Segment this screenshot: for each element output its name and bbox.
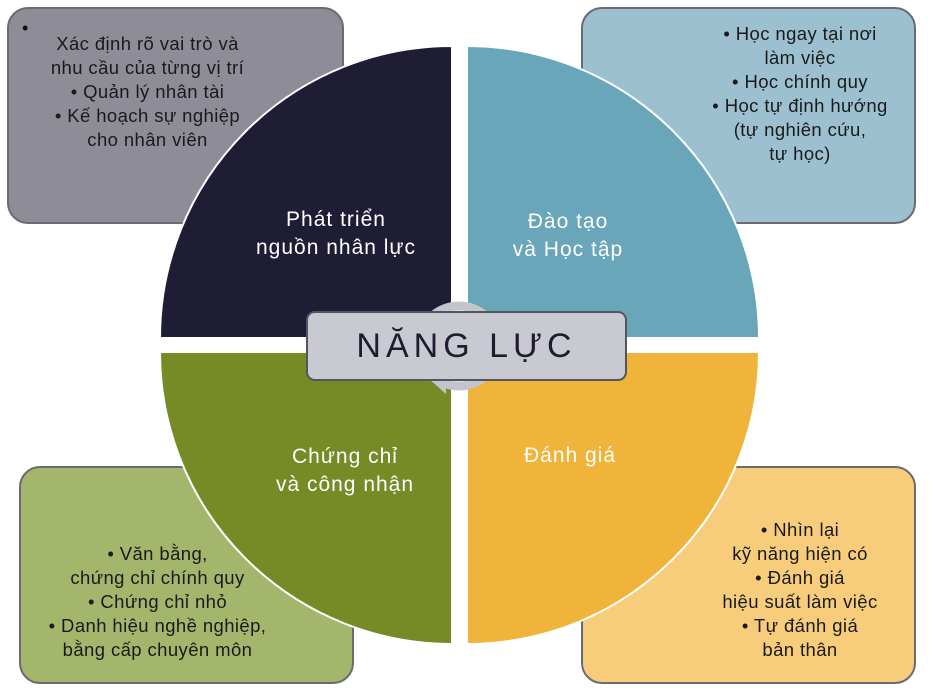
- box-line: kỹ năng hiện có: [732, 543, 868, 564]
- box-line: • Văn bằng,: [107, 543, 208, 564]
- box-line: • Kế hoạch sự nghiệp: [54, 105, 241, 126]
- box-line: bản thân: [762, 639, 838, 660]
- box-line: • Danh hiệu nghề nghiệp,: [48, 615, 267, 636]
- quadrant-tl: [158, 44, 453, 339]
- box-line: hiệu suất làm việc: [722, 591, 878, 612]
- box-line: • Tự đánh giá: [741, 615, 859, 636]
- label-line: Đánh giá: [523, 444, 617, 467]
- center-title: NĂNG LỰC: [356, 326, 577, 365]
- quadrant-circle: [158, 44, 761, 646]
- bullet-icon: •: [22, 18, 29, 38]
- box-line: bằng cấp chuyên môn: [62, 639, 253, 660]
- label-line: nguồn nhân lực: [255, 236, 416, 259]
- label-line: Chứng chỉ: [292, 445, 398, 468]
- quadrant-br: [466, 351, 761, 646]
- box-line: Xác định rõ vai trò và: [56, 33, 239, 54]
- quadrant-tr: [466, 44, 761, 339]
- box-line: cho nhân viên: [87, 129, 208, 150]
- box-line: • Quản lý nhân tài: [70, 81, 225, 102]
- quadrant-bl: [158, 351, 453, 646]
- box-line: (tự nghiên cứu,: [733, 119, 867, 140]
- label-line: và Học tập: [512, 238, 624, 261]
- box-line: • Đánh giá: [755, 567, 845, 588]
- quadrant-label-tl: Phát triển nguồn nhân lực: [236, 206, 436, 262]
- box-line: • Chứng chỉ nhỏ: [87, 591, 228, 612]
- box-line: • Học ngay tại nơi: [723, 23, 877, 44]
- box-line: nhu cầu của từng vị trí: [50, 57, 245, 78]
- box-line: • Học tự định hướng: [712, 95, 888, 116]
- box-br-text: • Nhìn lại kỹ năng hiện có • Đánh giá hi…: [680, 518, 920, 662]
- box-tr-text: • Học ngay tại nơi làm việc • Học chính …: [680, 22, 920, 166]
- quadrant-label-tr: Đào tạo và Học tập: [468, 208, 668, 264]
- label-line: và công nhận: [275, 473, 415, 496]
- center-box: [306, 311, 627, 381]
- box-line: chứng chỉ chính quy: [70, 567, 245, 588]
- quadrant-label-bl: Chứng chỉ và công nhận: [245, 443, 445, 499]
- box-line: tự học): [769, 143, 831, 164]
- box-tl-text: Xác định rõ vai trò và nhu cầu của từng …: [20, 32, 275, 152]
- label-line: Phát triển: [286, 208, 386, 231]
- quadrant-label-br: Đánh giá: [470, 442, 670, 470]
- box-line: • Học chính quy: [732, 71, 868, 92]
- box-line: làm việc: [764, 47, 836, 68]
- box-line: • Nhìn lại: [760, 519, 840, 540]
- label-line: Đào tạo: [527, 210, 609, 233]
- box-bl-text: • Văn bằng, chứng chỉ chính quy • Chứng …: [25, 542, 290, 662]
